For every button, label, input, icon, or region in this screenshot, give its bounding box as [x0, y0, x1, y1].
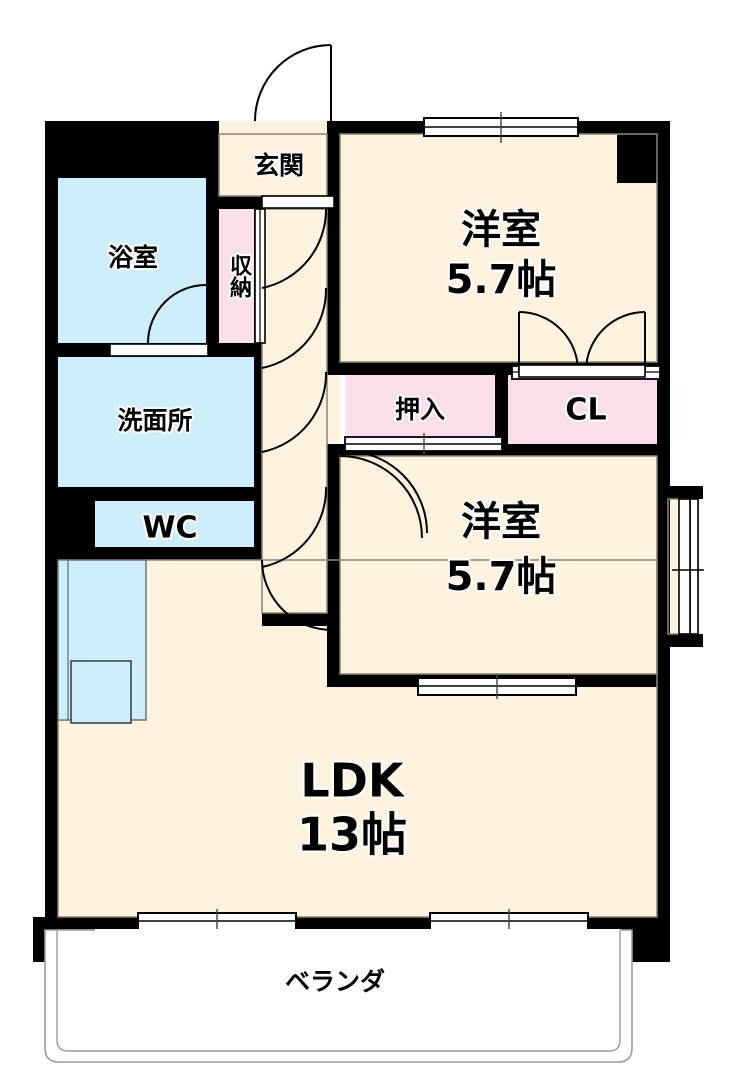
shuno-fill	[219, 209, 258, 343]
veranda	[44, 929, 633, 1063]
wall-closets-right	[657, 362, 670, 456]
label-genkan: 玄関	[254, 151, 304, 180]
wall-senmenjo-bottom	[45, 487, 262, 501]
label-youshitsu2-size: 5.7帖	[446, 554, 557, 600]
cl-fill	[508, 375, 665, 444]
wall-wc-bottom	[45, 547, 262, 560]
genkan-threshold	[261, 195, 335, 209]
wall-bay-bottom	[657, 634, 703, 647]
label-veranda: ベランダ	[285, 967, 385, 996]
wall-hall-right-upper	[327, 121, 340, 371]
youshitsu2-door	[344, 450, 428, 534]
label-youshitsu1-size: 5.7帖	[446, 257, 557, 303]
swing-doors	[147, 44, 646, 631]
wall-hall-bottom	[262, 613, 340, 626]
senmenjo-door	[261, 371, 328, 453]
bath-threshold	[109, 343, 209, 357]
kitchen-fixtures	[57, 559, 147, 724]
label-oshiire: 押入	[395, 395, 445, 424]
label-wc: WC	[142, 511, 197, 546]
youshitsu1-door	[261, 287, 328, 369]
wall-closet-divider	[495, 375, 508, 444]
wc-door	[261, 486, 328, 568]
wall-hall-right-lower	[327, 444, 340, 626]
outline-bedroom2	[339, 455, 658, 675]
wall-senmenjo-right	[254, 357, 262, 487]
label-yokushitsu: 浴室	[108, 243, 158, 272]
windows	[137, 112, 704, 934]
genkan-hall-door	[261, 208, 328, 289]
kitchen-sink	[70, 660, 132, 724]
bath-door	[147, 284, 207, 344]
window-bay	[672, 498, 704, 635]
label-cl: CL	[565, 393, 606, 428]
floor-outlines	[57, 133, 699, 918]
outline-ldk	[57, 559, 658, 918]
oshiire-sliding-door	[344, 433, 503, 456]
youshitsu1-double-door	[518, 311, 646, 378]
wall-right-outer	[657, 121, 670, 930]
hall-bedroom2-door	[339, 455, 423, 539]
oshiire-fill	[345, 375, 502, 444]
outline-hall	[261, 208, 328, 614]
label-ldk-size: 13帖	[297, 808, 407, 862]
label-youshitsu2-name: 洋室	[461, 499, 541, 545]
youshitsu2-fill	[340, 456, 670, 687]
wall-shuno-bottom	[219, 343, 262, 357]
wall-bedroom2-left	[327, 626, 340, 687]
veranda-outline-inner	[56, 929, 621, 1052]
wall-top-left	[45, 121, 219, 178]
ldk-hall-door	[261, 559, 333, 631]
wall-bath-right	[206, 178, 219, 357]
window-youshitsu1	[423, 112, 579, 143]
label-senmenjo: 洗面所	[117, 406, 192, 435]
label-ldk-name: LDK	[300, 754, 405, 808]
senmenjo-fill	[58, 357, 254, 487]
shuno-sliding-door	[254, 208, 266, 344]
wall-genkan-left	[206, 121, 219, 178]
window-youshitsu2	[417, 674, 577, 699]
youshitsu1-fill	[340, 121, 670, 371]
kitchen-counter-edge	[57, 559, 69, 721]
yokushitsu-fill	[58, 178, 206, 343]
label-shuno: 収納	[226, 254, 252, 299]
entrance-door	[254, 44, 332, 122]
wall-wc-right	[254, 494, 262, 560]
wall-bay-top	[657, 486, 703, 499]
label-youshitsu1-name: 洋室	[461, 207, 541, 253]
room-labels: 玄関 収納 浴室 洗面所 WC 洋室 5.7帖 押入 CL 洋室 5.7帖 LD…	[106, 149, 609, 998]
